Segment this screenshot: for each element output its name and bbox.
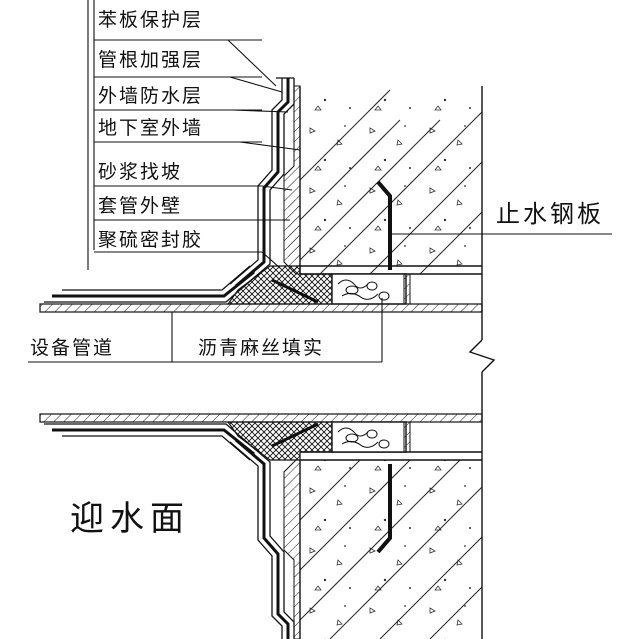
water-stop-plate-lower (376, 464, 392, 554)
label-water-facing-side: 迎水面 (70, 499, 190, 539)
label-sleeve-outer-wall: 套管外壁 (98, 195, 182, 217)
label-asphalt-filling: 沥青麻丝填实 (198, 337, 324, 359)
leader-lines (28, 0, 612, 363)
protective-board-lower (283, 459, 301, 639)
equipment-pipe-upper (39, 303, 483, 313)
label-outer-waterproof: 外墙防水层 (98, 85, 203, 107)
label-mortar-slope: 砂浆找坡 (98, 161, 182, 183)
root-reinforcement-upper (44, 265, 257, 303)
label-sealant: 聚硫密封胶 (98, 229, 203, 251)
label-root-reinforcement: 管根加强层 (98, 49, 203, 71)
asphalt-filling-lower (337, 427, 390, 449)
water-stop-plate-upper (376, 180, 392, 270)
equipment-pipe-lower (39, 413, 483, 423)
label-protective-layer: 苯板保护层 (98, 9, 203, 31)
root-reinforcement-lower (44, 423, 257, 461)
label-equipment-pipe: 设备管道 (30, 337, 114, 359)
asphalt-filling-upper (337, 279, 390, 301)
label-water-stop-plate: 止水钢板 (496, 200, 604, 228)
label-basement-wall: 地下室外墙 (98, 117, 203, 139)
